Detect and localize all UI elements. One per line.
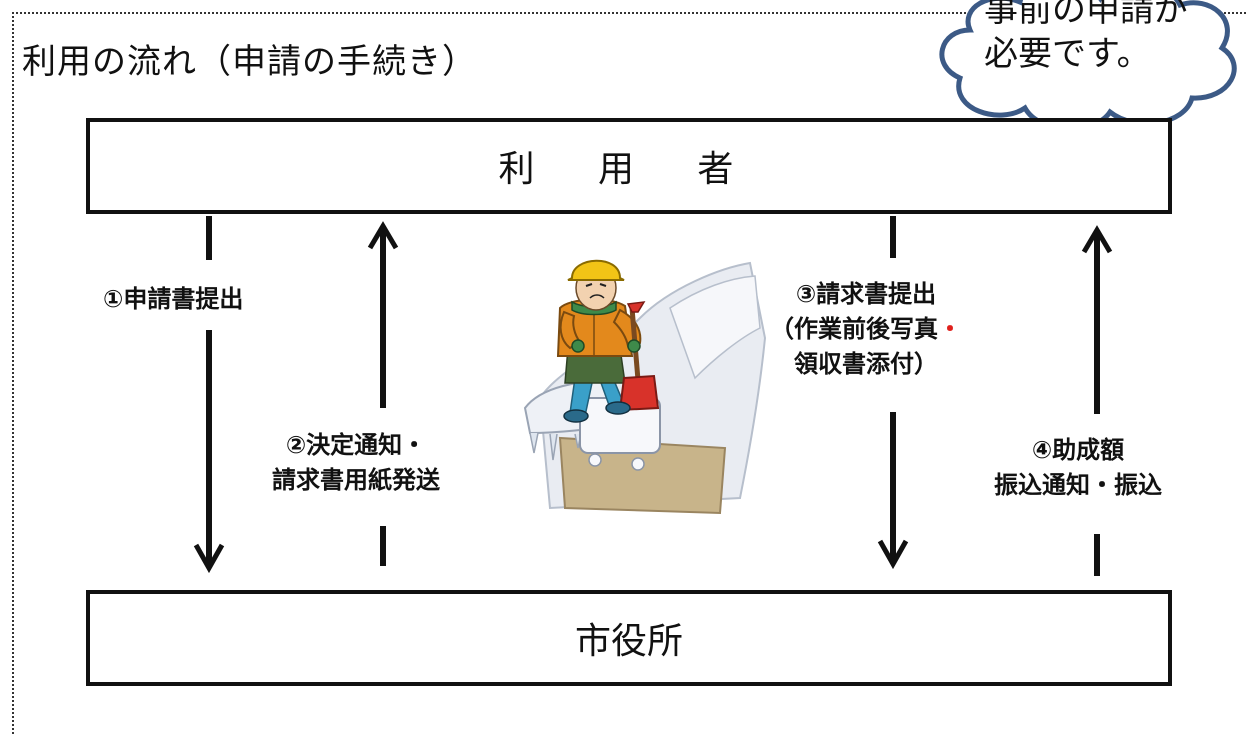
flow-arrows [193,216,1113,576]
step3-red-dot: ・ [938,314,962,343]
arrow-step1-down [193,216,225,574]
snow-shoveling-worker-icon [523,259,767,515]
step3-label: ③請求書提出 （作業前後写真・ 領収書添付） [770,277,962,381]
step3-line-1: ③請求書提出 [795,280,937,308]
step1-label: ①申請書提出 [103,282,243,317]
step3-line-2: （作業前後写真・ [770,312,962,347]
step2-line-2: 請求書用紙発送 [272,465,440,494]
city-office-box: 市役所 [86,590,1172,686]
step2-label: ②決定通知・ 請求書用紙発送 [272,428,440,498]
step3-line-3: 領収書添付） [794,349,938,378]
page-frame [12,12,1247,734]
step1-line-1: ①申請書提出 [103,285,244,313]
arrow-step2-up [367,221,399,566]
page-title: 利用の流れ（申請の手続き） [22,42,477,82]
step4-line-1: ④助成額 [1031,436,1125,464]
step4-label: ④助成額 振込通知・振込 [994,433,1162,503]
user-box: 利 用 者 [86,118,1172,214]
step3-line-2-text: （作業前後写真 [770,314,938,343]
arrow-step3-down [877,216,909,570]
arrow-step4-up [1081,225,1113,576]
step4-line-2: 振込通知・振込 [994,470,1162,499]
step2-line-1: ②決定通知・ [285,431,427,459]
callout-line-1: 事前の申請が [984,0,1188,30]
callout-line-2: 必要です。 [984,34,1151,75]
callout-text: 事前の申請が 必要です。 [984,0,1188,76]
